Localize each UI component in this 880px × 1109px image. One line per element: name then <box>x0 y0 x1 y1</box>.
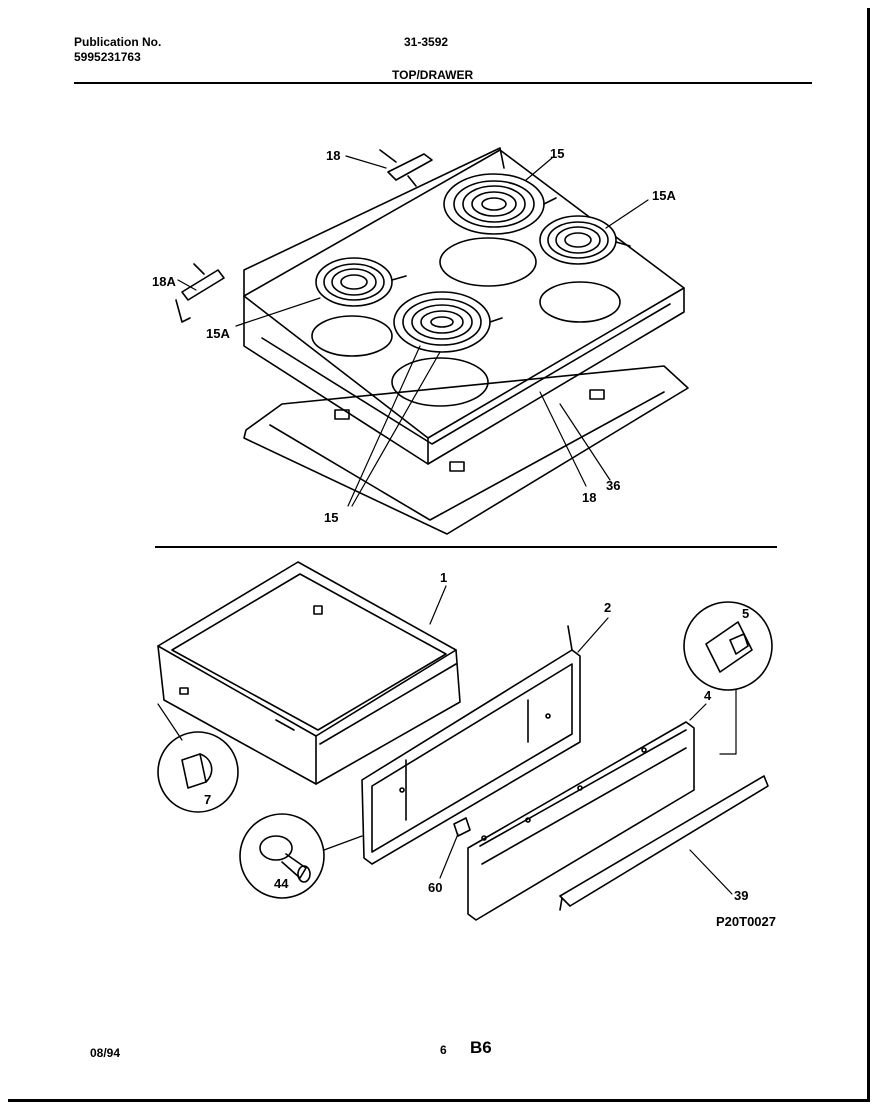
callout-15-top: 15 <box>550 146 564 161</box>
footer-date: 08/94 <box>90 1046 121 1060</box>
detail-circle-44 <box>239 813 325 899</box>
callout-18-top: 18 <box>326 148 340 163</box>
detail-circle-5 <box>683 601 773 691</box>
surface-element-15a-right <box>539 215 631 265</box>
drawer-front-4 <box>467 721 695 921</box>
leader-lines-bottom <box>157 585 737 895</box>
callout-2: 2 <box>604 600 611 615</box>
callout-4: 4 <box>704 688 712 703</box>
callout-15a-top: 15A <box>652 188 676 203</box>
burner-opening <box>439 237 537 287</box>
footer-page-code: B6 <box>470 1038 492 1057</box>
detail-circle-7 <box>157 731 239 813</box>
header-rule <box>74 82 812 84</box>
cooktop-front-face <box>243 295 429 465</box>
diagram-reference: P20T0027 <box>716 914 776 929</box>
chassis-slot <box>334 409 350 420</box>
drawer-panel-2 <box>361 625 581 865</box>
surface-element-15a-left <box>315 257 407 307</box>
drawer-assembly <box>157 561 773 921</box>
drawer-handle-39 <box>559 775 769 911</box>
cooktop-right-face <box>427 287 685 465</box>
cooktop-rim <box>261 303 671 445</box>
section-title: TOP/DRAWER <box>392 68 474 82</box>
callout-44: 44 <box>274 876 289 891</box>
burner-opening <box>391 357 489 407</box>
callout-7: 7 <box>204 792 211 807</box>
chassis-slot <box>589 389 605 400</box>
callout-1: 1 <box>440 570 447 585</box>
callout-60: 60 <box>428 880 442 895</box>
surface-element-15-rear <box>443 173 557 235</box>
cooktop-assembly <box>175 147 689 535</box>
footer-page-number: 6 <box>440 1043 447 1057</box>
leader-lines-top <box>177 155 649 507</box>
callout-39: 39 <box>734 888 748 903</box>
roller-60 <box>453 817 471 837</box>
surface-element-15-front <box>393 291 503 353</box>
chassis-inner-edge <box>269 391 665 521</box>
callout-36: 36 <box>606 478 620 493</box>
callout-15a-left: 15A <box>206 326 230 341</box>
cooktop-chassis <box>243 365 689 535</box>
chassis-slot <box>449 461 465 472</box>
callout-5: 5 <box>742 606 749 621</box>
callout-18-bottom: 18 <box>582 490 596 505</box>
callout-18a: 18A <box>152 274 176 289</box>
cooktop-backsplash <box>243 147 505 297</box>
drawer-box <box>157 561 461 785</box>
bracket-18-top <box>379 149 433 187</box>
callout-15-bottom: 15 <box>324 510 338 525</box>
bracket-18a <box>175 263 225 323</box>
burner-opening <box>539 281 621 323</box>
publication-label: Publication No. <box>74 35 162 49</box>
burner-opening <box>311 315 393 357</box>
section-divider <box>155 546 777 548</box>
page-border <box>8 8 870 1102</box>
publication-number: 5995231763 <box>74 50 141 64</box>
model-code: 31-3592 <box>404 35 449 49</box>
